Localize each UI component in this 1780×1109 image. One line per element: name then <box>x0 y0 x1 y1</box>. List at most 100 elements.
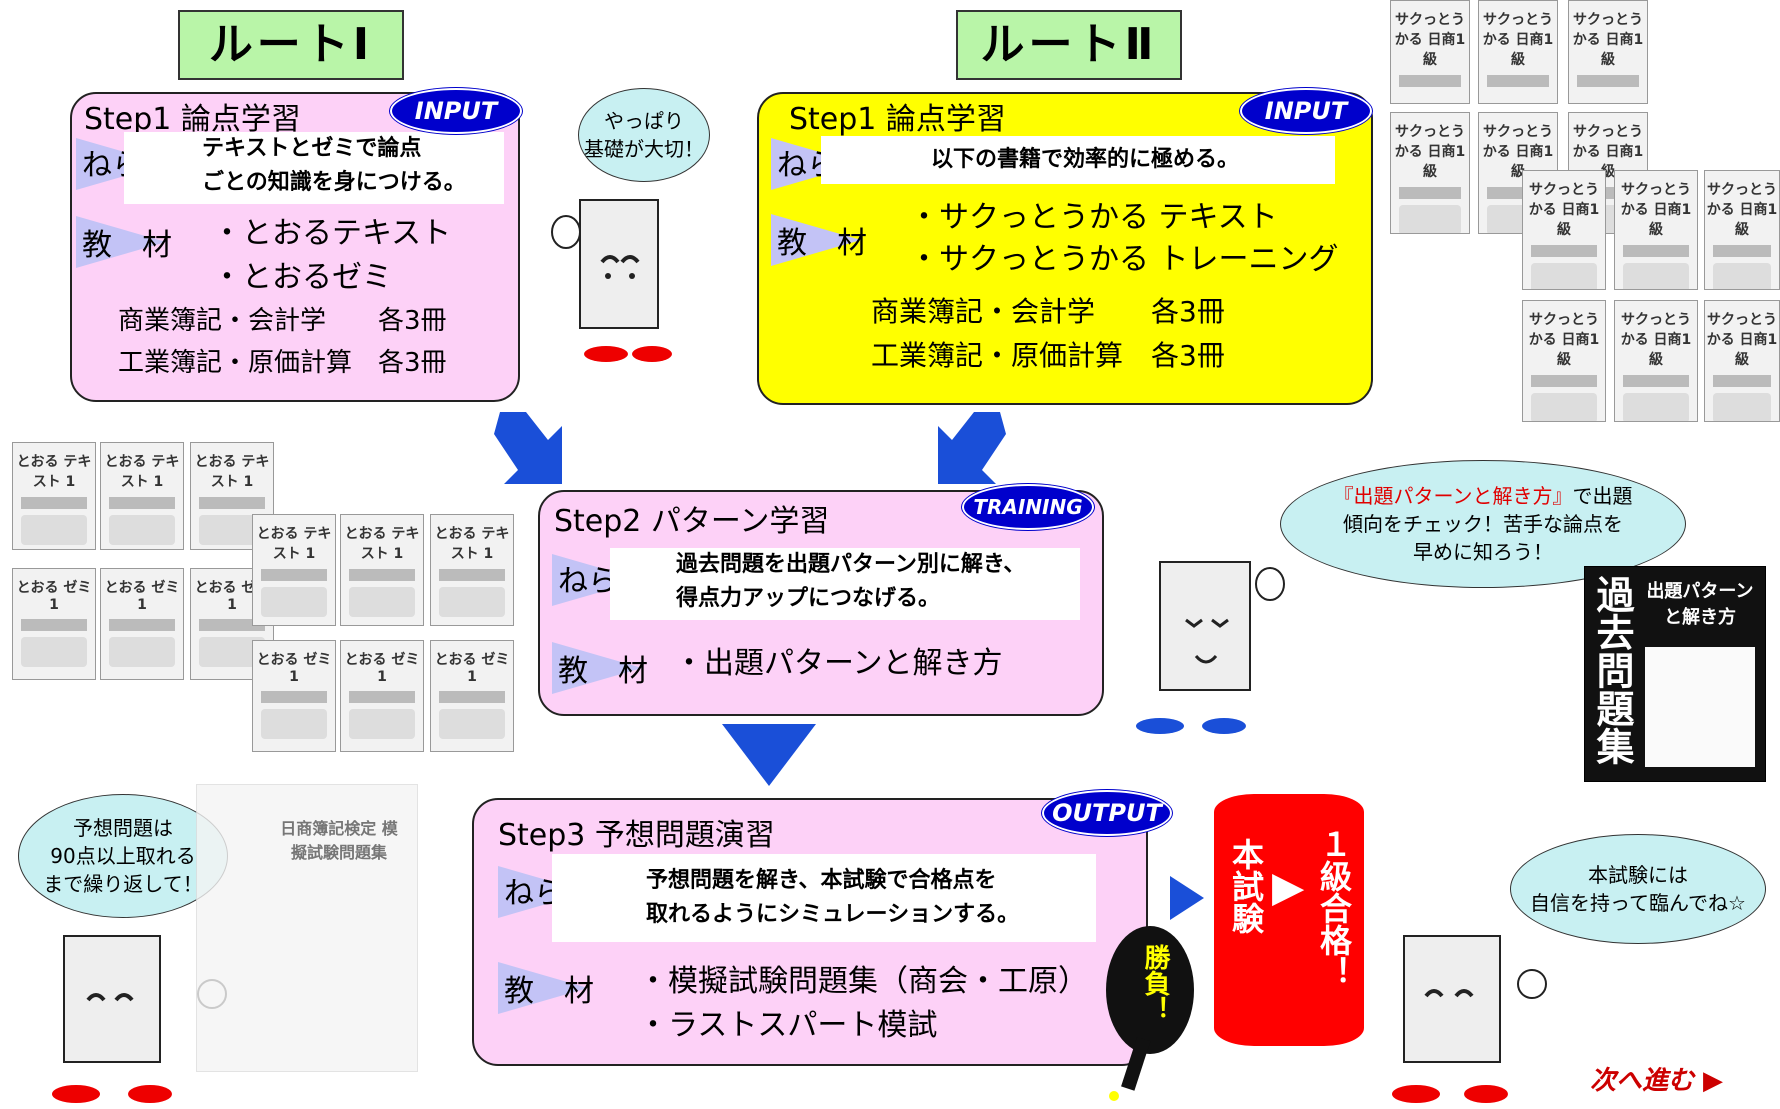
sub-count-1: 商業簿記・会計学 各3冊 <box>871 295 1225 328</box>
bubble-line: やっぱり <box>604 109 684 133</box>
bubble-line: 基礎が大切！ <box>584 137 704 161</box>
book-title: とおる テキスト 1 <box>344 526 420 562</box>
step1-right-title: Step1 論点学習 <box>789 102 1006 137</box>
material-item-1: ・出題パターンと解き方 <box>674 646 1003 681</box>
book-title: とおる ゼミ 1 <box>256 652 332 685</box>
material-item-2: ・ラストスパート模試 <box>638 1008 938 1043</box>
arrow-down-icon <box>722 724 816 786</box>
aim-text-line-1: 予想問題を解き、本試験で合格点を <box>646 868 997 893</box>
book-title: とおる テキスト 1 <box>256 526 332 562</box>
aim-text-line-2: ごとの知識を身につける。 <box>202 170 466 195</box>
aim-text-line-2: 取れるようにシミュレーションする。 <box>646 902 1020 927</box>
book-cover: サクっとうかる 日商1級 <box>1704 170 1780 290</box>
book-cover: サクっとうかる 日商1級 <box>1478 0 1558 104</box>
bubble-line: 90点以上取れる <box>50 844 196 868</box>
route-2-label: ルートⅡ <box>956 10 1182 80</box>
sub-count-1: 商業簿記・会計学 各3冊 <box>118 306 447 336</box>
book-title: サクっとうかる 日商1級 <box>1482 12 1554 68</box>
sub-count-2: 工業簿記・原価計算 各3冊 <box>871 339 1225 372</box>
book-title: サクっとうかる 日商1級 <box>1572 12 1644 68</box>
material-triangle <box>76 216 166 268</box>
book-title: とおる ゼミ 1 <box>16 580 92 613</box>
exam-cylinder: 本試験 ▶ １級合格！ <box>1214 794 1364 1046</box>
book-cover: サクっとうかる 日商1級 <box>1522 170 1606 290</box>
exam-arrow-icon: ▶ <box>1272 862 1305 911</box>
bubble-line: 本試験には <box>1588 863 1688 887</box>
book-title: とおる ゼミ 1 <box>104 580 180 613</box>
book-art <box>1645 647 1755 767</box>
material-triangle <box>498 962 588 1014</box>
bubble-highlight: 『出題パターンと解き方』 <box>1333 484 1573 508</box>
material-item-1: ・サクっとうかる テキスト <box>909 200 1278 235</box>
aim-text-line-2: 得点力アップにつなげる。 <box>676 586 941 611</box>
book-title: とおる ゼミ 1 <box>344 652 420 685</box>
book-cover: とおる ゼミ 1 <box>12 568 96 680</box>
aim-text-line: 以下の書籍で効率的に極める。 <box>931 147 1240 172</box>
arrow-down-right-icon <box>494 412 562 484</box>
bubble-line: で出題 <box>1572 484 1633 508</box>
step1-right-panel: Step1 論点学習 ねらい 以下の書籍で効率的に極める。 教 材 ・サクっとう… <box>757 92 1373 405</box>
exam-pointer-arrow-icon <box>1170 876 1204 920</box>
book-title: サクっとうかる 日商1級 <box>1706 182 1778 238</box>
aim-text: 以下の書籍で効率的に極める。 <box>821 136 1335 184</box>
material-label: 教 材 <box>558 654 648 689</box>
material-item-2: ・サクっとうかる トレーニング <box>909 242 1339 277</box>
book-cover: サクっとうかる 日商1級 <box>1522 300 1606 422</box>
pass-label: １級合格！ <box>1315 828 1353 988</box>
book-cover: サクっとうかる 日商1級 <box>1390 112 1470 234</box>
book-title: とおる テキスト 1 <box>194 454 270 490</box>
book-title: とおる ゼミ 1 <box>434 652 510 685</box>
book-cover: サクっとうかる 日商1級 <box>1614 170 1698 290</box>
book-title: サクっとうかる 日商1級 <box>1394 124 1466 180</box>
book-cover: サクっとうかる 日商1級 <box>1704 300 1780 422</box>
training-badge: TRAINING <box>962 484 1094 530</box>
book-side-title: 過去問題集 <box>1590 575 1634 765</box>
book-cover: とおる テキスト 1 <box>340 514 424 626</box>
next-link[interactable]: 次へ進む ▶ <box>1590 1066 1724 1096</box>
book-title: サクっとうかる 日商1級 <box>1706 312 1778 368</box>
book-title: とおる テキスト 1 <box>434 526 510 562</box>
input-badge-right: INPUT <box>1240 88 1372 134</box>
material-triangle <box>552 642 642 694</box>
book-cover: とおる ゼミ 1 <box>430 640 514 752</box>
step1-left-title: Step1 論点学習 <box>84 102 301 137</box>
sub-count-2: 工業簿記・原価計算 各3冊 <box>118 348 447 378</box>
exam-label: 本試験 <box>1227 838 1265 934</box>
step3-title: Step3 予想問題演習 <box>498 818 775 853</box>
book-cover: サクっとうかる 日商1級 <box>1390 0 1470 104</box>
book-cover: サクっとうかる 日商1級 <box>1614 300 1698 422</box>
aim-text-line-1: テキストとゼミで論点 <box>202 136 422 161</box>
arrow-down-left-icon <box>938 412 1006 484</box>
book-title: 日商簿記検定 模擬試験問題集 <box>280 819 398 862</box>
bubble-confidence: 本試験には自信を持って臨んでね☆ <box>1510 834 1766 944</box>
book-cover: とおる ゼミ 1 <box>252 640 336 752</box>
aim-text-line-1: 過去問題を出題パターン別に解き、 <box>676 552 1026 577</box>
step2-title: Step2 パターン学習 <box>554 504 830 539</box>
mascot-character-icon <box>1136 561 1285 734</box>
book-title: 出題パターンと解き方 <box>1646 581 1754 628</box>
book-title: とおる ゼミ 1 <box>194 580 270 613</box>
past-exam-book-cover: 過去問題集 出題パターンと解き方 <box>1584 566 1766 782</box>
bubble-line: まで繰り返して！ <box>43 872 203 896</box>
book-title: サクっとうかる 日商1級 <box>1482 124 1554 180</box>
material-label: 教 材 <box>504 974 594 1009</box>
aim-text: 過去問題を出題パターン別に解き、 得点力アップにつなげる。 <box>610 548 1080 620</box>
mascot-character-icon <box>1392 935 1547 1103</box>
book-cover: とおる テキスト 1 <box>252 514 336 626</box>
bubble-basics: やっぱり基礎が大切！ <box>578 88 710 182</box>
book-title: サクっとうかる 日商1級 <box>1620 182 1692 238</box>
input-badge-left: INPUT <box>390 88 522 134</box>
bubble-line: 傾向をチェック！苦手な論点を <box>1343 512 1623 536</box>
book-title: サクっとうかる 日商1級 <box>1620 312 1692 368</box>
aim-text: 予想問題を解き、本試験で合格点を 取れるようにシミュレーションする。 <box>552 854 1096 942</box>
output-badge: OUTPUT <box>1042 790 1172 836</box>
book-title: サクっとうかる 日商1級 <box>1528 182 1600 238</box>
step1-left-panel: Step1 論点学習 ねらい テキストとゼミで論点 ごとの知識を身につける。 教… <box>70 92 520 402</box>
step3-panel: Step3 予想問題演習 ねらい 予想問題を解き、本試験で合格点を 取れるように… <box>472 798 1148 1066</box>
material-item-2: ・とおるゼミ <box>212 260 392 295</box>
book-cover: とおる テキスト 1 <box>430 514 514 626</box>
material-triangle <box>771 214 861 266</box>
book-title: とおる テキスト 1 <box>16 454 92 490</box>
material-item-1: ・とおるテキスト <box>212 216 452 251</box>
